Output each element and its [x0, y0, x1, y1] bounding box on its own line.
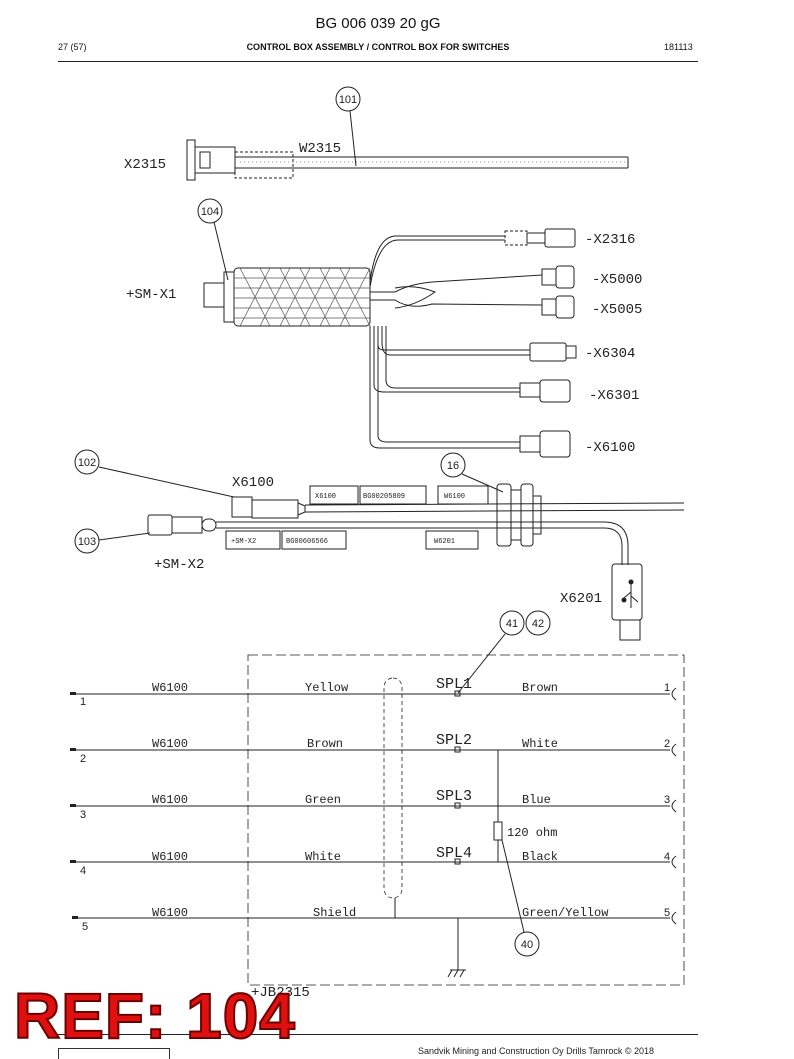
wire-4-cable: W6100	[152, 850, 188, 864]
tag-2: BG00205809	[363, 493, 405, 501]
leader-40	[501, 839, 525, 933]
wire-4-left-color: White	[305, 850, 341, 864]
callout-102: 102	[78, 457, 96, 469]
leader-41	[457, 633, 506, 694]
callout-16-circle	[440, 452, 466, 478]
callout-103: 103	[78, 536, 96, 548]
callout-102-circle	[74, 449, 100, 475]
wire-row-3: 3 W6100 Green SPL3 Blue 3	[70, 788, 677, 821]
label-x5005: -X5005	[592, 302, 642, 318]
wire-3-num: 3	[80, 809, 86, 821]
wire-3-left-color: Green	[305, 793, 341, 807]
cable-w2315	[186, 139, 629, 181]
label-jb2315: +JB2315	[251, 985, 310, 1001]
leader-103	[98, 532, 151, 541]
footer-copyright: Sandvik Mining and Construction Oy Drill…	[418, 1046, 655, 1056]
cable-w6100-w6201	[147, 483, 685, 641]
callout-103-circle	[74, 528, 100, 554]
callout-104: 104	[201, 206, 219, 218]
wire-5-left-color: Shield	[313, 906, 356, 920]
label-sm-x1: +SM-X1	[126, 287, 176, 303]
wire-1-cable: W6100	[152, 681, 188, 695]
leader-16	[461, 473, 504, 493]
label-x6100-right: -X6100	[585, 440, 635, 456]
label-x6301: -X6301	[589, 388, 639, 404]
tag-3: W6100	[444, 493, 465, 501]
tag-4: +SM-X2	[231, 538, 256, 546]
tag-5: BG00606566	[286, 538, 328, 546]
wire-3-pin: 3	[664, 794, 670, 806]
wire-1-right-color: Brown	[522, 681, 558, 695]
wire-4-pin: 4	[664, 851, 670, 863]
header-rule	[58, 61, 698, 62]
label-x6201: X6201	[560, 591, 602, 607]
callout-41: 41	[506, 618, 518, 630]
wire-5-num: 5	[82, 921, 88, 933]
wire-3-cable: W6100	[152, 793, 188, 807]
leader-104	[213, 221, 229, 281]
document-title: CONTROL BOX ASSEMBLY / CONTROL BOX FOR S…	[246, 42, 510, 52]
resistor-label: 120 ohm	[507, 826, 557, 840]
wire-3-splice: SPL3	[436, 788, 472, 805]
callout-41-circle	[499, 610, 525, 636]
document-id: BG 006 039 20 gG	[315, 15, 441, 32]
label-w2315: W2315	[299, 141, 341, 157]
wire-4-num: 4	[80, 865, 86, 877]
wire-4-splice: SPL4	[436, 845, 472, 862]
tag-6: W6201	[434, 538, 455, 546]
wire-5-right-color: Green/Yellow	[522, 906, 609, 920]
wire-row-1: 1 W6100 Yellow SPL1 Brown 1	[70, 676, 677, 708]
callout-101: 101	[339, 94, 357, 106]
callout-101-circle	[335, 86, 361, 112]
wire-2-splice: SPL2	[436, 732, 472, 749]
wire-row-5: 5 W6100 Shield Green/Yellow 5	[72, 906, 677, 933]
wire-row-2: 2 W6100 Brown SPL2 White 2	[70, 732, 677, 765]
harness-sm-x1	[203, 228, 577, 458]
wire-3-right-color: Blue	[522, 793, 551, 807]
page-number: 27 (57)	[58, 42, 87, 52]
callout-42-circle	[525, 610, 551, 636]
wire-1-splice: SPL1	[436, 676, 472, 693]
callout-104-circle	[197, 198, 223, 224]
callout-40: 40	[521, 939, 533, 951]
leader-102	[98, 466, 235, 498]
junction-box	[247, 654, 685, 986]
tag-1: X6100	[315, 493, 336, 501]
wire-1-num: 1	[80, 696, 86, 708]
reference-stamp: REF: 104	[13, 980, 296, 1052]
wire-row-4: 4 W6100 White SPL4 Black 4	[70, 845, 677, 877]
wire-2-left-color: Brown	[307, 737, 343, 751]
callout-42: 42	[532, 618, 544, 630]
wire-2-num: 2	[80, 753, 86, 765]
label-x6304: -X6304	[585, 346, 635, 362]
wire-2-right-color: White	[522, 737, 558, 751]
callout-16: 16	[447, 460, 459, 472]
label-sm-x2: +SM-X2	[154, 557, 204, 573]
footer-rule	[58, 1034, 698, 1035]
wire-2-pin: 2	[664, 738, 670, 750]
page-header: BG 006 039 20 gG 27 (57) CONTROL BOX ASS…	[0, 0, 794, 70]
label-x6100: X6100	[232, 475, 274, 491]
document-date: 181113	[664, 42, 693, 52]
leader-101	[349, 110, 357, 167]
label-x5000: -X5000	[592, 272, 642, 288]
label-x2316: -X2316	[585, 232, 635, 248]
wire-4-right-color: Black	[522, 850, 558, 864]
wire-5-cable: W6100	[152, 906, 188, 920]
wire-1-left-color: Yellow	[305, 681, 349, 695]
wire-5-pin: 5	[664, 907, 670, 919]
label-x2315: X2315	[124, 157, 166, 173]
callout-40-circle	[514, 931, 540, 957]
wire-2-cable: W6100	[152, 737, 188, 751]
wire-1-pin: 1	[664, 682, 670, 694]
